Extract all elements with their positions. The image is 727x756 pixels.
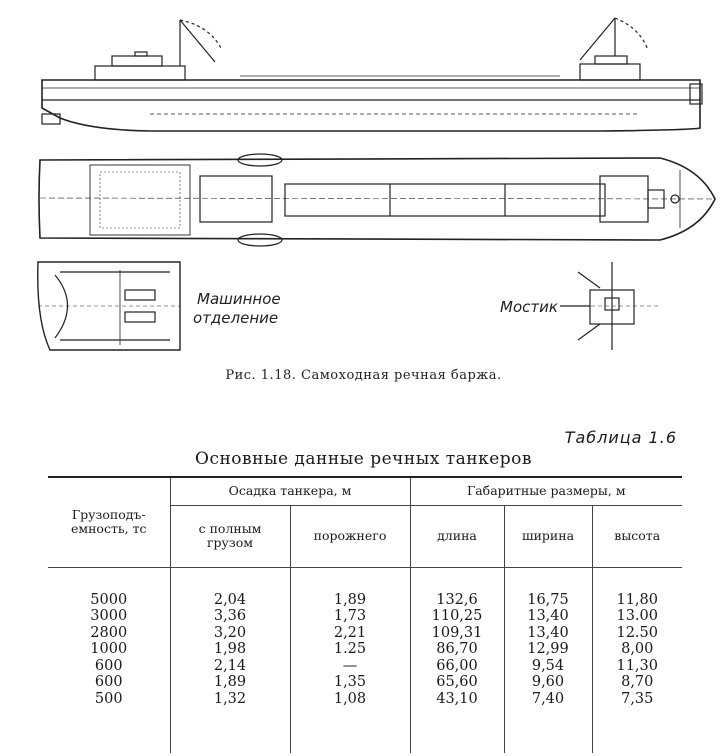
table-cell: 1,32 — [213, 690, 247, 707]
header-capacity-line1: Грузоподъ- — [71, 507, 146, 523]
header-width: ширина — [504, 505, 593, 568]
table-cell: 1,98 — [213, 641, 247, 657]
table-cell: — — [342, 657, 358, 674]
table-cell: 1,89 — [333, 591, 367, 608]
table-number: Таблица 1.6 — [564, 428, 677, 447]
table-cell: 500 — [94, 690, 123, 707]
header-height: высота — [592, 505, 682, 568]
header-draft-empty: порожнего — [290, 505, 411, 568]
table-cell: 109,31 — [431, 624, 483, 641]
barge-drawing: Машинное отделение Мостик — [37, 17, 716, 351]
table-cell: 9,60 — [531, 674, 565, 690]
table-cell: 66,00 — [436, 657, 478, 674]
bridge-label: Мостик — [500, 298, 558, 316]
table-cell: 600 — [94, 674, 123, 690]
table-cell: 5000 — [90, 591, 128, 608]
table-cell: 7,35 — [621, 690, 654, 707]
table-cell: 12,99 — [527, 641, 569, 657]
header-capacity-line2: емность, тс — [70, 521, 147, 537]
table-cell: 1000 — [90, 641, 128, 657]
header-draft-full: с полным грузом — [170, 505, 291, 568]
engine-room-detail — [37, 261, 181, 351]
barge-drawing-svg — [37, 17, 716, 351]
tanker-data-table: Грузоподъ- емность, тс Осадка танкера, м… — [48, 476, 682, 753]
table-cell: 2,04 — [213, 591, 247, 608]
header-capacity: Грузоподъ- емность, тс — [48, 476, 171, 568]
table-cell: 2800 — [90, 624, 128, 641]
table-cell: 9,54 — [531, 657, 565, 674]
table-cell: 43,10 — [436, 690, 478, 707]
table-cell: 12.50 — [616, 624, 658, 641]
table-cell: 600 — [94, 657, 123, 674]
table-cell: 110,25 — [431, 608, 483, 624]
side-elevation — [41, 17, 703, 132]
table-cell: 2,21 — [333, 624, 367, 641]
table-cell: 16,75 — [527, 591, 569, 608]
table-cell: 3,36 — [213, 608, 247, 624]
table-cell: 11,80 — [616, 591, 658, 608]
table-cell: 3,20 — [213, 624, 247, 641]
engine-room-label-line2: отделение — [193, 309, 279, 327]
header-dimensions-group: Габаритные размеры, м — [410, 476, 682, 506]
table-cell: 8,00 — [621, 641, 654, 657]
table-cell: 1,89 — [213, 674, 247, 690]
bridge-detail — [560, 262, 660, 350]
table-cell: 65,60 — [436, 674, 478, 690]
table-cell: 8,70 — [621, 674, 654, 690]
table-cell: 1.25 — [333, 641, 367, 657]
table-cell: 1,08 — [333, 690, 367, 707]
header-draft-full-line2: грузом — [207, 535, 253, 550]
table-cell: 132,6 — [436, 591, 478, 608]
table-cell: 13,40 — [527, 608, 569, 624]
header-length: длина — [410, 505, 505, 568]
figure-caption: Рис. 1.18. Самоходная речная баржа. — [225, 368, 502, 383]
table-cell: 13.00 — [616, 608, 658, 624]
header-draft-full-line1: с полным — [198, 521, 262, 536]
engine-room-label-line1: Машинное — [197, 290, 281, 308]
table-cell: 1,35 — [333, 674, 367, 690]
table-cell: 11,30 — [616, 657, 658, 674]
table-cell: 7,40 — [531, 690, 565, 707]
table-cell: 1,73 — [333, 608, 367, 624]
table-cell: 3000 — [90, 608, 128, 624]
plan-view — [38, 153, 716, 247]
table-cell: 86,70 — [436, 641, 478, 657]
table-cell: 13,40 — [527, 624, 569, 641]
header-draft-group: Осадка танкера, м — [170, 476, 411, 506]
table-cell: 2,14 — [213, 657, 247, 674]
table-title: Основные данные речных танкеров — [195, 449, 532, 469]
